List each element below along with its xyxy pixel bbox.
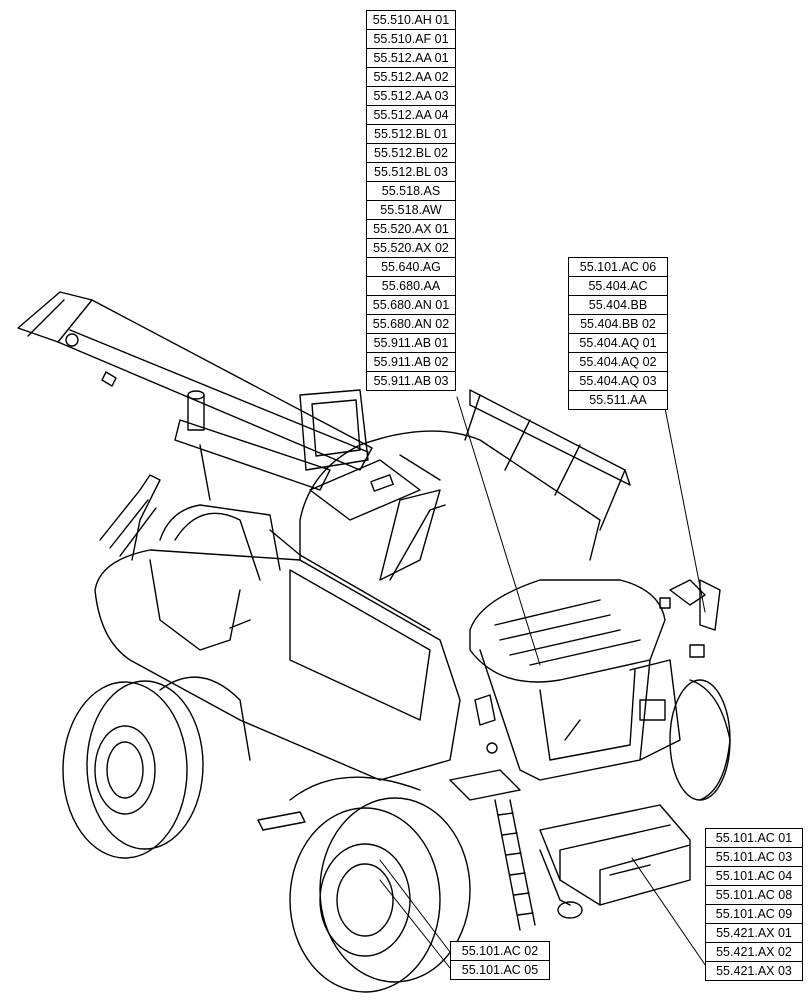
- grain-tank: [299, 389, 631, 581]
- ref-label[interactable]: 55.520.AX 01: [367, 219, 455, 238]
- rear-hood: [469, 579, 681, 781]
- reference-list-bottom: 55.101.AC 02 55.101.AC 05: [450, 941, 550, 980]
- ref-label[interactable]: 55.512.AA 02: [367, 67, 455, 86]
- right-wheel: [669, 679, 731, 801]
- chaff-spreader: [539, 804, 691, 919]
- ref-label[interactable]: 55.101.AC 02: [461, 944, 539, 958]
- ref-label[interactable]: 55.101.AC 01: [715, 831, 793, 845]
- reference-list-top: 55.510.AH 01 55.510.AF 01 55.512.AA 01 5…: [366, 10, 456, 391]
- ref-label[interactable]: 55.512.AA 01: [367, 48, 455, 67]
- ref-label[interactable]: 55.101.AC 03: [706, 847, 802, 866]
- ref-label[interactable]: 55.512.BL 02: [367, 143, 455, 162]
- ladder: [257, 769, 536, 931]
- ref-label[interactable]: 55.680.AN 01: [367, 295, 455, 314]
- ref-label[interactable]: 55.101.AC 04: [706, 866, 802, 885]
- ref-label[interactable]: 55.518.AW: [367, 200, 455, 219]
- ref-label[interactable]: 55.510.AF 01: [367, 29, 455, 48]
- ref-label[interactable]: 55.512.BL 03: [367, 162, 455, 181]
- ref-label[interactable]: 55.101.AC 08: [706, 885, 802, 904]
- ref-label[interactable]: 55.911.AB 03: [367, 371, 455, 390]
- ref-label[interactable]: 55.511.AA: [569, 390, 667, 409]
- ref-label[interactable]: 55.911.AB 01: [367, 333, 455, 352]
- ref-label[interactable]: 55.101.AC 05: [451, 960, 549, 979]
- ref-label[interactable]: 55.404.AC: [569, 276, 667, 295]
- ref-label[interactable]: 55.911.AB 02: [367, 352, 455, 371]
- ref-label[interactable]: 55.680.AN 02: [367, 314, 455, 333]
- handrails: [99, 389, 369, 561]
- ref-label[interactable]: 55.518.AS: [367, 181, 455, 200]
- body-side-panel: [94, 504, 461, 781]
- ref-label[interactable]: 55.404.BB: [569, 295, 667, 314]
- lights: [474, 579, 721, 754]
- ref-label[interactable]: 55.421.AX 02: [706, 942, 802, 961]
- ref-label[interactable]: 55.404.AQ 02: [569, 352, 667, 371]
- reference-list-bottom-right: 55.101.AC 01 55.101.AC 03 55.101.AC 04 5…: [705, 828, 803, 981]
- ref-label[interactable]: 55.101.AC 09: [706, 904, 802, 923]
- ref-label[interactable]: 55.404.AQ 03: [569, 371, 667, 390]
- ref-label[interactable]: 55.512.AA 03: [367, 86, 455, 105]
- front-wheel: [62, 676, 251, 859]
- leader-lines: [379, 396, 711, 973]
- ref-label[interactable]: 55.101.AC 06: [579, 260, 657, 274]
- unloading-auger: [17, 291, 373, 471]
- ref-label[interactable]: 55.512.AA 04: [367, 105, 455, 124]
- ref-label[interactable]: 55.680.AA: [367, 276, 455, 295]
- ref-label[interactable]: 55.512.BL 01: [367, 124, 455, 143]
- ref-label[interactable]: 55.640.AG: [367, 257, 455, 276]
- ref-label[interactable]: 55.520.AX 02: [367, 238, 455, 257]
- ref-label[interactable]: 55.421.AX 03: [706, 961, 802, 980]
- ref-label[interactable]: 55.510.AH 01: [372, 13, 450, 27]
- ref-label[interactable]: 55.404.AQ 01: [569, 333, 667, 352]
- ref-label[interactable]: 55.421.AX 01: [706, 923, 802, 942]
- ref-label[interactable]: 55.404.BB 02: [569, 314, 667, 333]
- reference-list-right: 55.101.AC 06 55.404.AC 55.404.BB 55.404.…: [568, 257, 668, 410]
